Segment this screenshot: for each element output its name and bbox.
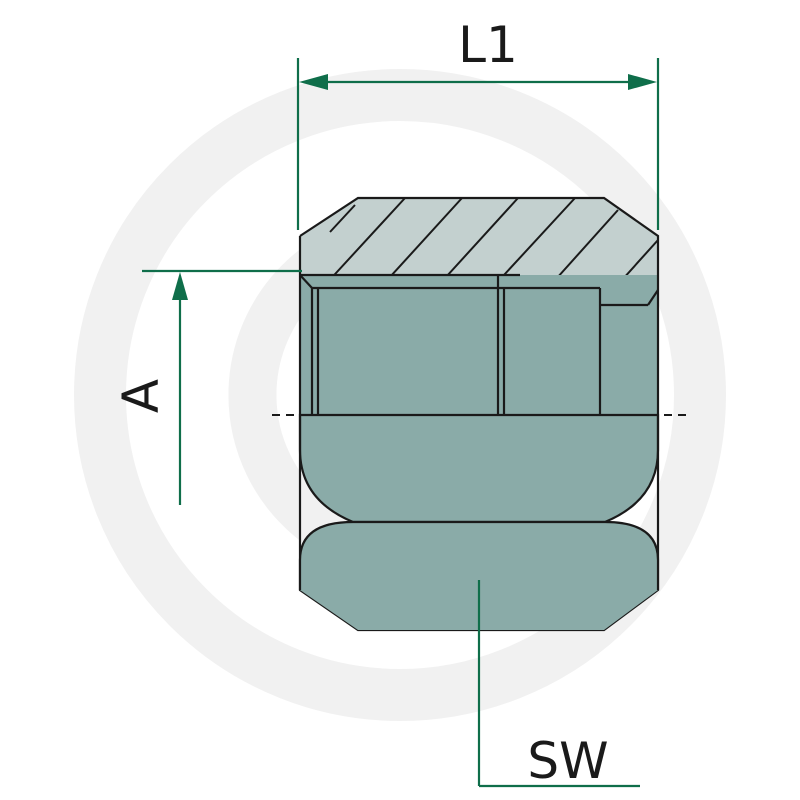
hex-flank-upper: [298, 413, 660, 524]
sw-label: SW: [527, 732, 608, 790]
outer-top-contour: [299, 196, 660, 415]
hex-flat-face: [300, 522, 658, 630]
dimension-a: [142, 269, 302, 505]
l1-arrow-right: [628, 74, 657, 90]
nut-body: [272, 196, 686, 632]
dimension-l1: [296, 58, 660, 230]
a-arrow-up: [172, 272, 188, 300]
a-label: A: [112, 379, 170, 413]
dimension-sw: [477, 580, 640, 788]
bore-area: [300, 275, 658, 415]
l1-label: L1: [458, 16, 518, 74]
watermark-outer-ring: [74, 69, 726, 721]
hex-flat-curve: [298, 520, 660, 561]
bore-edges: [298, 196, 660, 415]
l1-arrow-left: [299, 74, 328, 90]
